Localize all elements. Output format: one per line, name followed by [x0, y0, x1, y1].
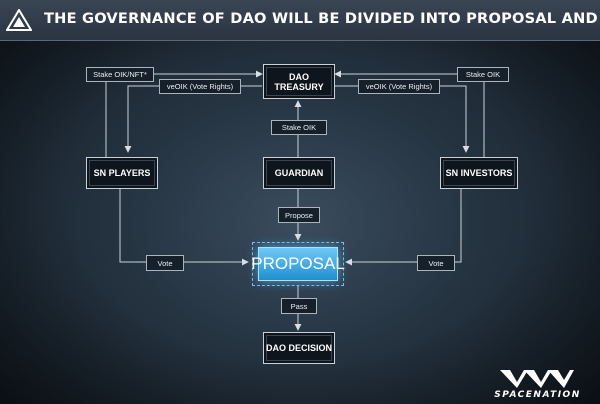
header-banner: THE GOVERNANCE OF DAO WILL BE DIVIDED IN…	[0, 0, 600, 41]
node-sn-players: SN PLAYERS	[86, 157, 158, 189]
node-sn-investors: SN INVESTORS	[440, 157, 518, 189]
triangle-logo-icon	[6, 9, 32, 31]
label-vote-right: Vote	[417, 255, 455, 271]
label-pass: Pass	[281, 298, 317, 314]
edge-vote-right	[345, 187, 462, 266]
node-proposal: PROPOSAL	[251, 247, 345, 281]
label-stake-investors: Stake OIK	[457, 67, 509, 82]
label-veoik-right: veOIK (Vote Rights)	[358, 79, 440, 94]
spacenation-logo-icon	[500, 370, 574, 388]
label-propose: Propose	[278, 207, 320, 223]
proposal-selection-frame	[252, 242, 344, 286]
label-veoik-left: veOIK (Vote Rights)	[159, 79, 241, 94]
edge-veoik-right	[335, 85, 470, 153]
label-stake-players: Stake OIK/NFT*	[86, 67, 154, 82]
node-dao-treasury: DAO TREASURY	[263, 64, 335, 99]
edge-vote-left	[119, 187, 249, 266]
label-stake-guardian: Stake OIK	[271, 120, 327, 135]
label-vote-left: Vote	[146, 255, 184, 271]
node-guardian: GUARDIAN	[263, 157, 335, 189]
brand-name: SPACENATION	[494, 390, 581, 400]
page-title: THE GOVERNANCE OF DAO WILL BE DIVIDED IN…	[44, 10, 600, 27]
node-dao-decision: DAO DECISION	[263, 332, 335, 364]
edge-veoik-left	[124, 85, 262, 153]
